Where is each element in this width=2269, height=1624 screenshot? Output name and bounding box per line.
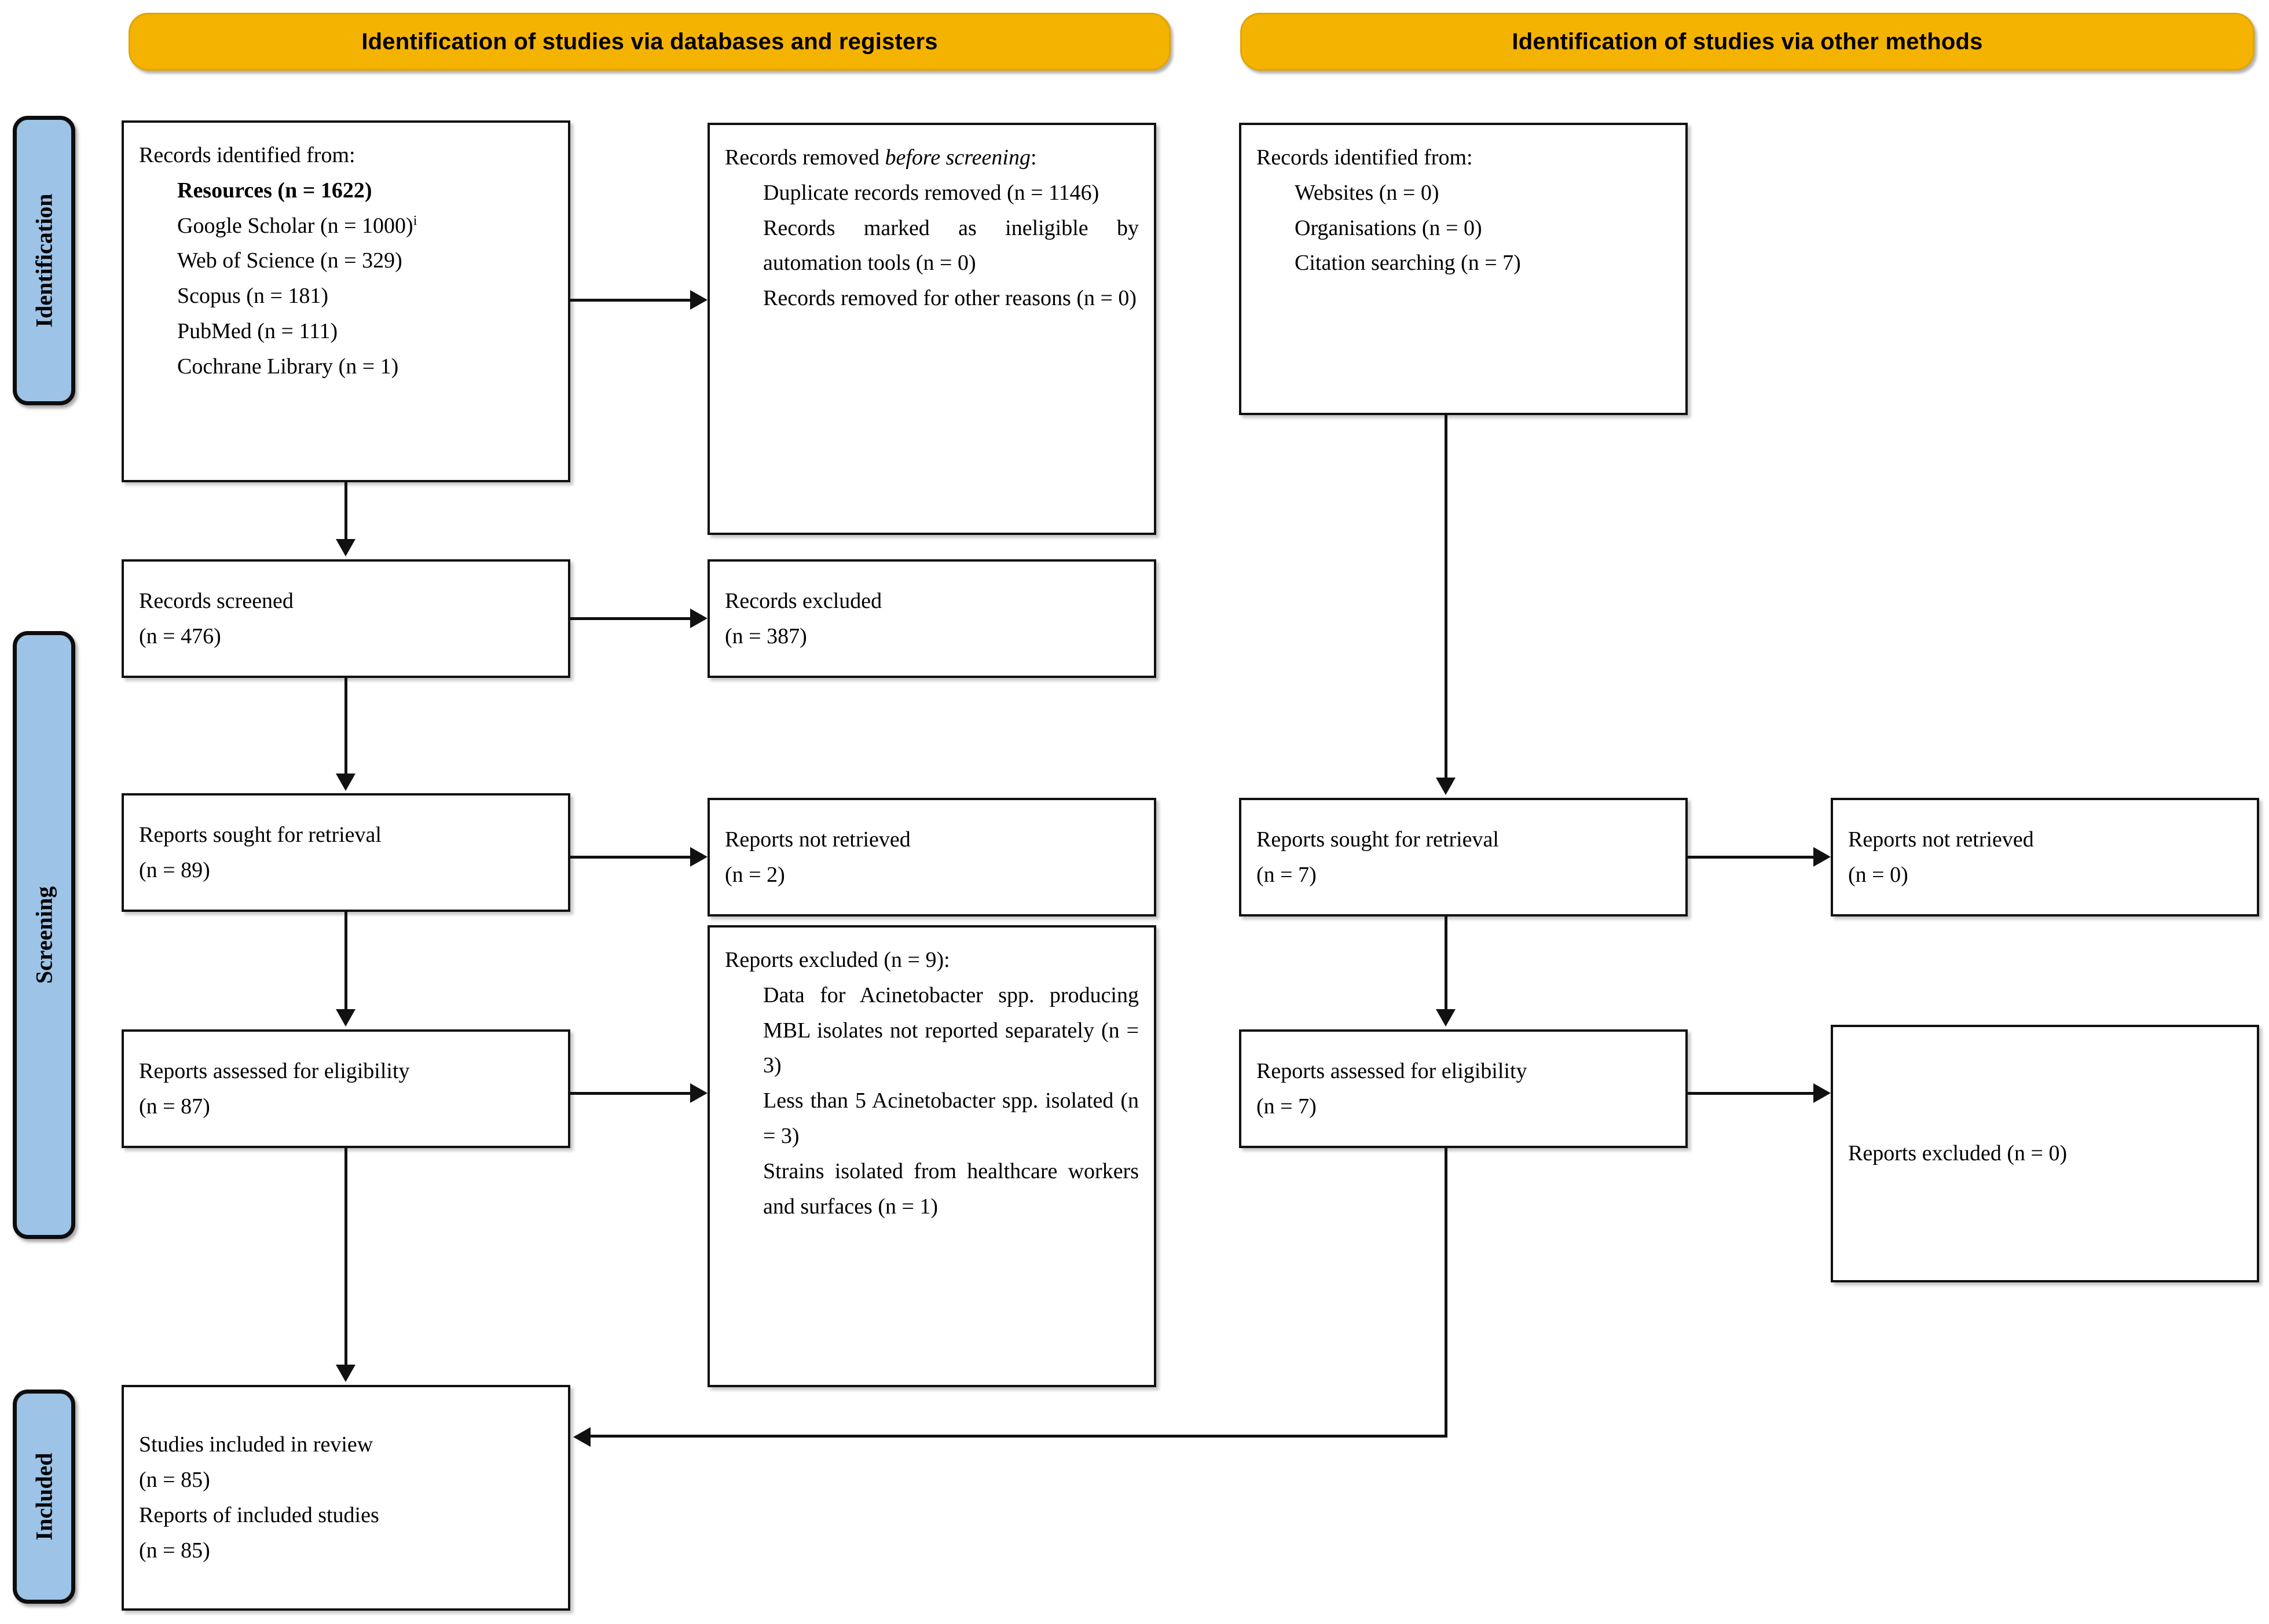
banner-databases-label: Identification of studies via databases … (361, 28, 938, 54)
reports-assessed-left-label: Reports assessed for eligibility (139, 1058, 410, 1083)
stage-included: Included (13, 1390, 75, 1604)
reports-not-retrieved-right-label: Reports not retrieved (1848, 827, 2034, 852)
box-reports-assessed-right: Reports assessed for eligibility (n = 7) (1239, 1029, 1688, 1148)
connector-sought-to-not-retrieved (570, 856, 690, 859)
arrowhead-screened-to-excluded (690, 608, 708, 628)
box-records-removed-before-screening: Records removed before screening: Duplic… (708, 123, 1156, 535)
records-identified-item-scopus: Scopus (n = 181) (177, 284, 329, 309)
stage-identification-label: Identification (31, 193, 57, 328)
stage-included-label: Included (31, 1453, 57, 1541)
reports-not-retrieved-left-count: (n = 2) (725, 862, 785, 887)
connector-assessed-to-included (344, 1148, 347, 1365)
box-reports-sought-right: Reports sought for retrieval (n = 7) (1239, 798, 1688, 917)
studies-included-count: (n = 85) (139, 1468, 210, 1493)
resources-value: Resources (n = 1622) (177, 178, 372, 203)
records-identified-item-web-of-science: Web of Science (n = 329) (177, 248, 402, 273)
records-identified-other-item-organisations: Organisations (n = 0) (1295, 215, 1482, 240)
box-reports-assessed-left: Reports assessed for eligibility (n = 87… (122, 1029, 570, 1148)
box-studies-included: Studies included in review (n = 85) Repo… (122, 1385, 570, 1611)
connector-right-assessed-to-excluded (1688, 1092, 1813, 1095)
records-identified-other-item-citation: Citation searching (n = 7) (1295, 251, 1521, 276)
records-identified-item-google-scholar: Google Scholar (n = 1000)i (177, 212, 417, 238)
records-removed-item-automation: Records marked as ineligible by automati… (763, 215, 1139, 276)
reports-sought-left-label: Reports sought for retrieval (139, 822, 382, 847)
reports-sought-right-count: (n = 7) (1256, 862, 1317, 887)
connector-right-sought-to-assessed (1445, 917, 1447, 1009)
stage-screening-label: Screening (31, 886, 57, 984)
records-screened-count: (n = 476) (139, 624, 221, 648)
connector-right-assessed-elbow-vertical (1445, 1148, 1447, 1438)
arrowhead-right-assessed-to-included (573, 1427, 591, 1447)
records-screened-label: Records screened (139, 588, 294, 613)
arrowhead-identified-to-removed (690, 290, 708, 310)
arrowhead-right-identified-to-sought (1436, 778, 1456, 795)
connector-right-sought-to-not-retrieved (1688, 856, 1813, 859)
connector-right-assessed-elbow-horizontal (591, 1435, 1446, 1438)
connector-screened-to-excluded (570, 617, 690, 620)
connector-right-identified-to-sought (1445, 415, 1447, 778)
reports-excluded-reason-less-than-5: Less than 5 Acinetobacter spp. isolated … (763, 1088, 1139, 1148)
records-removed-lead: Records removed before screening: (725, 145, 1037, 170)
box-records-identified-other: Records identified from: Websites (n = 0… (1239, 123, 1688, 415)
arrowhead-assessed-to-excluded (690, 1083, 708, 1103)
box-reports-not-retrieved-right: Reports not retrieved (n = 0) (1831, 798, 2259, 917)
arrowhead-sought-to-not-retrieved (690, 847, 708, 867)
box-reports-excluded-reasons: Reports excluded (n = 9): Data for Acine… (708, 925, 1156, 1387)
arrowhead-assessed-to-included (336, 1365, 355, 1382)
arrowhead-right-sought-to-not-retrieved (1813, 847, 1831, 867)
before-screening-italic: before screening (885, 145, 1031, 170)
box-reports-sought-left: Reports sought for retrieval (n = 89) (122, 793, 570, 912)
box-records-identified-databases: Records identified from: Resources (n = … (122, 120, 570, 482)
reports-excluded-lead: Reports excluded (n = 9): (725, 948, 950, 972)
box-records-screened: Records screened (n = 476) (122, 559, 570, 678)
box-reports-not-retrieved-left: Reports not retrieved (n = 2) (708, 798, 1156, 917)
records-excluded-label: Records excluded (725, 588, 882, 613)
connector-sought-to-assessed (344, 912, 347, 1009)
records-excluded-count: (n = 387) (725, 624, 807, 648)
records-identified-item-cochrane: Cochrane Library (n = 1) (177, 354, 399, 379)
banner-databases-registers: Identification of studies via databases … (129, 13, 1171, 71)
records-identified-other-item-websites: Websites (n = 0) (1295, 180, 1439, 205)
stage-identification: Identification (13, 116, 75, 405)
reports-sought-left-count: (n = 89) (139, 857, 210, 882)
studies-included-label: Studies included in review (139, 1432, 373, 1457)
reports-sought-right-label: Reports sought for retrieval (1256, 827, 1499, 852)
arrowhead-screened-to-sought (336, 773, 355, 791)
banner-other-methods-label: Identification of studies via other meth… (1512, 28, 1983, 54)
reports-of-included-label: Reports of included studies (139, 1503, 379, 1527)
box-reports-excluded-right: Reports excluded (n = 0) (1831, 1025, 2259, 1282)
box-records-excluded: Records excluded (n = 387) (708, 559, 1156, 678)
stage-screening: Screening (13, 631, 75, 1239)
connector-assessed-to-excluded (570, 1092, 690, 1095)
reports-not-retrieved-left-label: Reports not retrieved (725, 827, 911, 852)
arrowhead-right-assessed-to-excluded (1813, 1083, 1831, 1103)
reports-assessed-left-count: (n = 87) (139, 1094, 210, 1119)
reports-assessed-right-count: (n = 7) (1256, 1094, 1317, 1119)
reports-excluded-right-label: Reports excluded (n = 0) (1848, 1141, 2068, 1166)
footnote-marker-i: i (413, 212, 417, 228)
connector-identified-to-screened (344, 482, 347, 539)
records-identified-lead: Records identified from: (139, 143, 355, 167)
records-identified-item-resources: Resources (n = 1622) (139, 173, 553, 208)
arrowhead-right-sought-to-assessed (1436, 1009, 1456, 1027)
reports-assessed-right-label: Reports assessed for eligibility (1256, 1058, 1527, 1083)
reports-excluded-reason-mbl: Data for Acinetobacter spp. producing MB… (763, 983, 1139, 1078)
records-identified-item-pubmed: PubMed (n = 111) (177, 318, 338, 343)
reports-not-retrieved-right-count: (n = 0) (1848, 862, 1908, 887)
arrowhead-identified-to-screened (336, 539, 355, 556)
records-identified-other-lead: Records identified from: (1256, 145, 1473, 170)
records-removed-item-duplicates: Duplicate records removed (n = 1146) (763, 180, 1099, 205)
connector-identified-to-removed (570, 299, 690, 302)
reports-of-included-count: (n = 85) (139, 1538, 210, 1563)
banner-other-methods: Identification of studies via other meth… (1240, 13, 2255, 71)
arrowhead-sought-to-assessed (336, 1009, 355, 1027)
reports-excluded-reason-healthcare-workers: Strains isolated from healthcare workers… (763, 1159, 1139, 1219)
records-removed-item-other: Records removed for other reasons (n = 0… (763, 286, 1137, 311)
connector-screened-to-sought (344, 678, 347, 773)
